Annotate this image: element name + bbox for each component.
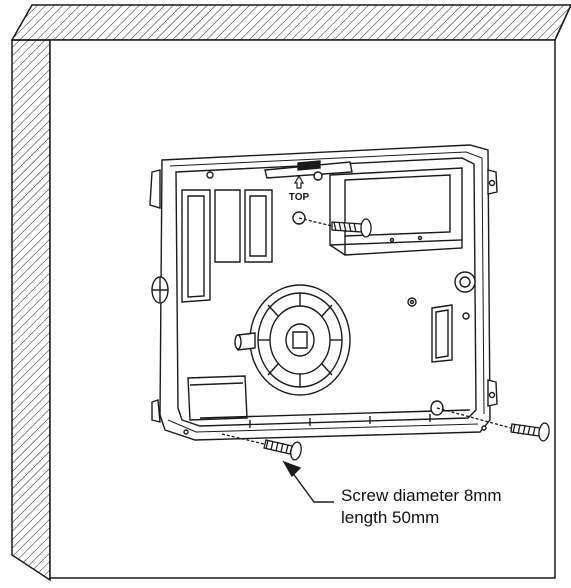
callout-line-1: Screw diameter 8mm bbox=[341, 486, 502, 505]
screw-spec-callout: Screw diameter 8mm length 50mm bbox=[341, 485, 502, 529]
mounting-box bbox=[149, 144, 498, 441]
cable-knockout bbox=[249, 284, 351, 396]
screw-right bbox=[436, 407, 550, 442]
screw-upper bbox=[298, 217, 372, 238]
screws bbox=[221, 217, 550, 461]
callout-leader bbox=[282, 460, 334, 503]
top-label: TOP bbox=[289, 192, 310, 203]
wall-top-face bbox=[10, 4, 571, 41]
screw-bottom-left bbox=[221, 433, 302, 461]
callout-line-2: length 50mm bbox=[341, 508, 440, 527]
top-marker: TOP bbox=[289, 174, 310, 203]
wall-left-face bbox=[11, 39, 51, 582]
